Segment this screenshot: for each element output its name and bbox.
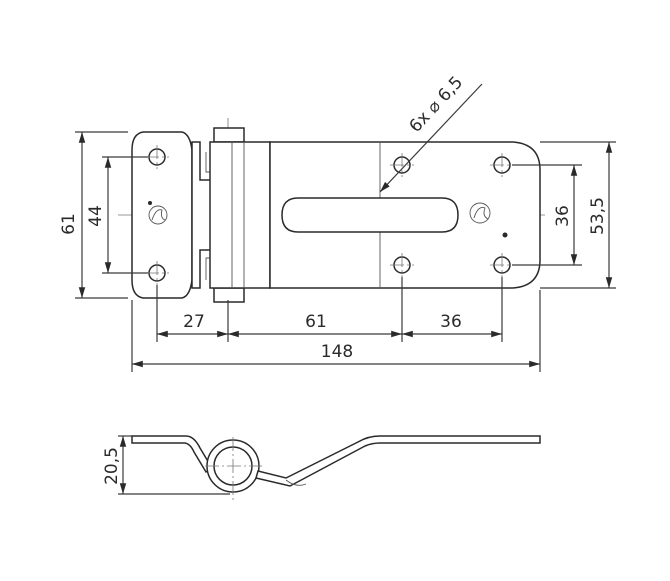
dim-text-148: 148 <box>321 342 353 362</box>
dim-text-36-vertical: 36 <box>553 205 573 227</box>
dim-text-20-5: 20,5 <box>102 447 122 485</box>
dim-text-61-vertical: 61 <box>59 213 79 235</box>
logo-stamp-left <box>148 201 168 225</box>
hinge-top-view <box>118 118 545 330</box>
logo-stamp-right <box>469 202 508 238</box>
right-leaf-holes <box>390 153 514 277</box>
left-leaf-holes <box>145 145 169 285</box>
hinge-side-view: 20,5 <box>102 435 541 500</box>
hole-leader <box>379 83 483 193</box>
dim-text-53-5: 53,5 <box>588 197 608 235</box>
side-left-leaf <box>131 435 214 474</box>
left-leaf-plate <box>131 131 193 299</box>
dimension-lines <box>75 83 616 372</box>
side-right-leaf <box>255 435 541 487</box>
dim-text-36-horizontal: 36 <box>440 312 462 332</box>
pin-top <box>213 127 245 143</box>
dim-text-hole-spec: 6x ⌀ 6,5 <box>406 73 468 137</box>
dim-text-44: 44 <box>86 205 106 227</box>
dim-text-27: 27 <box>183 312 205 332</box>
slot <box>281 197 459 233</box>
knuckle <box>209 141 271 289</box>
pin-bottom <box>213 287 245 303</box>
dim-text-61-horizontal: 61 <box>305 312 327 332</box>
